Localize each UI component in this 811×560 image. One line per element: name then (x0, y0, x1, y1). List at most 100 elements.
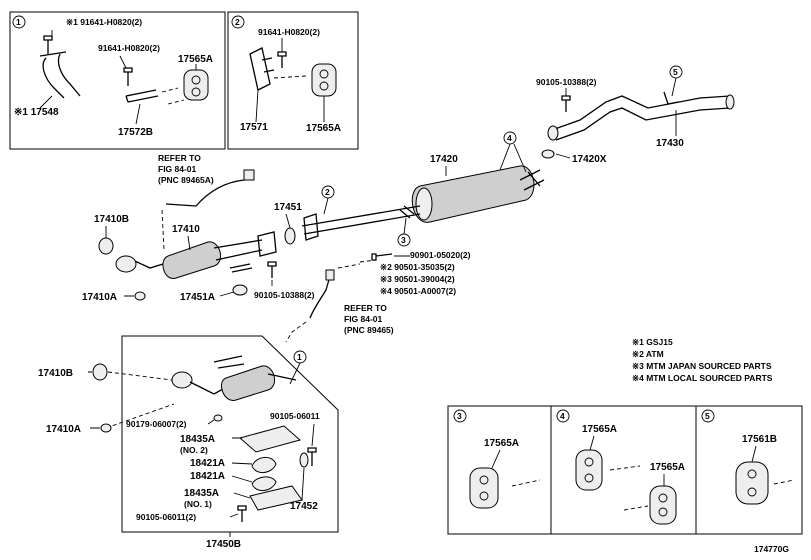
callout-91641-a: ※1 91641-H0820(2) (66, 17, 142, 27)
inset-2: 2 91641-H0820(2) 17571 17565A (227, 11, 359, 150)
callout-18435a-no1: 18435A (184, 488, 219, 499)
leader-inset3 (511, 479, 541, 487)
o2-sensor-plug-1 (243, 169, 255, 181)
insulator-17565a-inset2 (311, 63, 337, 97)
lower-assembly-17450b: 1 17410B 17410A 90179-06007(2) 90105-060… (38, 335, 339, 550)
circle-marker-2 (231, 15, 245, 29)
bracket-lower (267, 373, 297, 381)
circle-4-number: 4 (560, 411, 565, 421)
callout-17450b: 17450B (206, 539, 241, 550)
leader-lines-tail (555, 88, 677, 159)
insulator-18435a-no2 (238, 425, 302, 453)
refer1-line2: FIG 84-01 (158, 164, 197, 174)
callout-17451a: 17451A (180, 292, 215, 303)
bracket-17451a (229, 263, 253, 273)
converter-17410 (162, 241, 222, 279)
flange-17410-inlet (115, 255, 137, 273)
callout-90105-06011-b: 90105-06011(2) (136, 512, 196, 522)
front-pipe-17420 (301, 205, 421, 235)
bolt-90105-06011-a (307, 447, 317, 466)
callout-90501-a0007: ※4 90501-A0007(2) (380, 286, 456, 296)
callout-17451: 17451 (274, 202, 302, 213)
leader-lines-lower (88, 371, 315, 537)
pipe-flange-17420 (303, 213, 319, 241)
gasket-17410b-low (92, 363, 108, 381)
o2-sensor-leader-1 (161, 209, 165, 251)
clamp-18421a-2 (251, 476, 277, 491)
insulator-17565a-5 (649, 485, 677, 525)
leader-lines-17410 (105, 226, 273, 297)
insulator-17561b (735, 461, 769, 505)
callout-90501-35035: ※2 90501-35035(2) (380, 262, 455, 272)
o2-sensor-plug-2 (325, 269, 335, 281)
legend: ※1 GSJ15 ※2 ATM ※3 MTM JAPAN SOURCED PAR… (632, 337, 773, 383)
callout-17565a-5: 17565A (650, 462, 685, 473)
leader-17561b (751, 445, 757, 463)
nut-17410a-low (100, 423, 112, 433)
leader-lines-bolts (285, 213, 410, 257)
exhaust-pipe-17410: REFER TO FIG 84-01 (PNC 89465A) 17410B 1… (82, 153, 315, 303)
callout-90501-39004: ※3 90501-39004(2) (380, 274, 455, 284)
nut-90179 (213, 414, 223, 422)
leader-lines-inset2 (255, 38, 325, 123)
lower-frame (121, 335, 339, 533)
bolt-90105-06011-b (237, 505, 247, 522)
leader-inset4 (609, 465, 649, 511)
insulator-17565a-3 (469, 467, 499, 509)
bolt-91641-a (43, 35, 53, 54)
inset-5-frame (695, 405, 803, 535)
muffler-hanger (399, 205, 415, 219)
callout-91641-c: 91641-H0820(2) (258, 27, 320, 37)
circle-5-inset-number: 5 (705, 411, 710, 421)
stud-90501 (337, 259, 377, 269)
refer2-line1: REFER TO (344, 303, 387, 313)
callout-17452: 17452 (290, 501, 318, 512)
bolt-90105-mid (267, 261, 277, 278)
leader-circle-markers (323, 143, 527, 235)
gasket-17420x (541, 149, 555, 159)
flange-17410 (257, 231, 277, 257)
callout-no1: (NO. 1) (184, 499, 212, 509)
callout-91641-b: 91641-H0820(2) (98, 43, 160, 53)
leader-inset5 (773, 479, 795, 485)
tail-pipe-17430: 5 90105-10388(2) 17430 17420X (536, 65, 735, 165)
refer2-line2: FIG 84-01 (344, 314, 383, 324)
bolt-90901 (371, 253, 393, 261)
leader-17565a-4 (589, 435, 665, 486)
circle-1-number: 1 (16, 17, 21, 27)
callout-17565a-3: 17565A (484, 438, 519, 449)
callout-90179: 90179-06007(2) (126, 419, 187, 429)
callout-17548: ※1 17548 (14, 107, 59, 118)
gasket-17451 (284, 227, 296, 245)
insulator-hole-4a (584, 457, 594, 467)
callout-17571: 17571 (240, 122, 268, 133)
insulator-hole-3b (479, 491, 489, 501)
o2-sensor-2: REFER TO FIG 84-01 (PNC 89465) (285, 269, 394, 343)
insulator-hole-4b (584, 473, 594, 483)
circle-marker-1 (12, 15, 26, 29)
circle-3-main-number: 3 (401, 235, 406, 245)
muffler-end (415, 187, 433, 221)
inset-4: 4 17565A 17565A (550, 405, 697, 535)
o2-sensor-wire-2 (309, 275, 331, 319)
inset-2-frame (227, 11, 359, 150)
insulator-hole-6a (747, 469, 757, 479)
insulator-17565a-4 (575, 449, 603, 491)
legend-4: ※4 MTM LOCAL SOURCED PARTS (632, 373, 773, 383)
gasket-17410b-top (98, 237, 114, 255)
bolt-91641-b (123, 67, 133, 86)
callout-17410b-low: 17410B (38, 368, 73, 379)
bolt-91641-c (277, 51, 287, 68)
callout-17565a-2: 17565A (306, 123, 341, 134)
callout-17572b: 17572B (118, 127, 153, 138)
tail-pipe-body-lower (555, 107, 731, 141)
callout-17410: 17410 (172, 224, 200, 235)
nut-17410a-top (134, 291, 146, 301)
inset-5: 5 17561B (695, 405, 803, 535)
callout-18421a-1: 18421A (190, 458, 225, 469)
callout-90105-10388-top: 90105-10388(2) (536, 77, 597, 87)
callout-17410b-top: 17410B (94, 214, 129, 225)
tail-pipe-flange (547, 125, 559, 141)
